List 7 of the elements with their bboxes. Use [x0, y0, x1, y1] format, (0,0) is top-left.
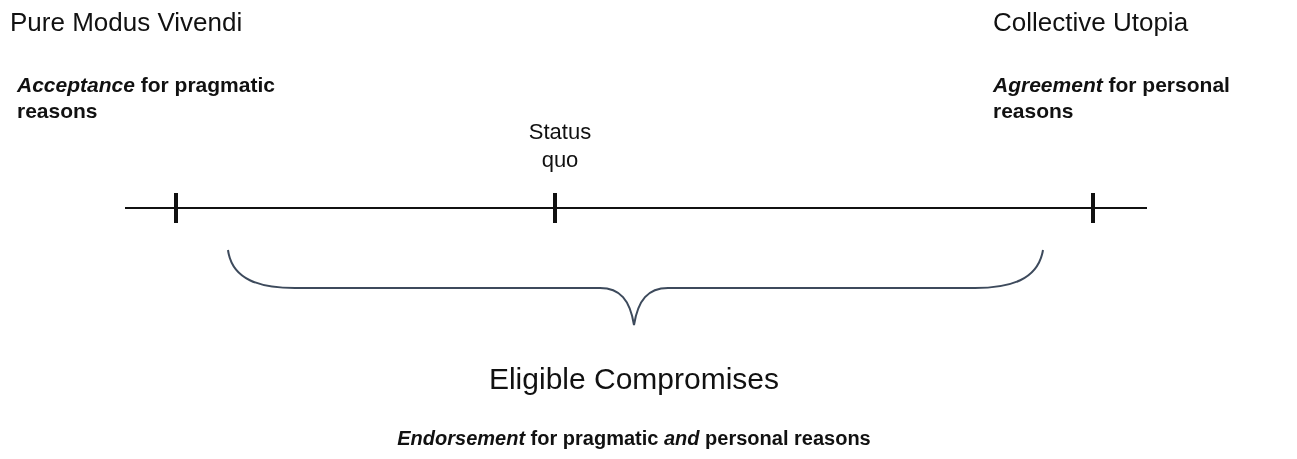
midpoint-label: Status quo [527, 118, 593, 173]
brace-label: Eligible Compromises [487, 361, 781, 397]
brace-description: Endorsement for pragmatic and personal reasons [396, 426, 872, 451]
pole-description: Acceptance for pragmatic reasons [17, 72, 276, 125]
pole-description: Agreement for personal reasons [993, 72, 1231, 125]
pole-heading: Collective Utopia [993, 6, 1190, 39]
pole-heading: Pure Modus Vivendi [10, 6, 244, 39]
